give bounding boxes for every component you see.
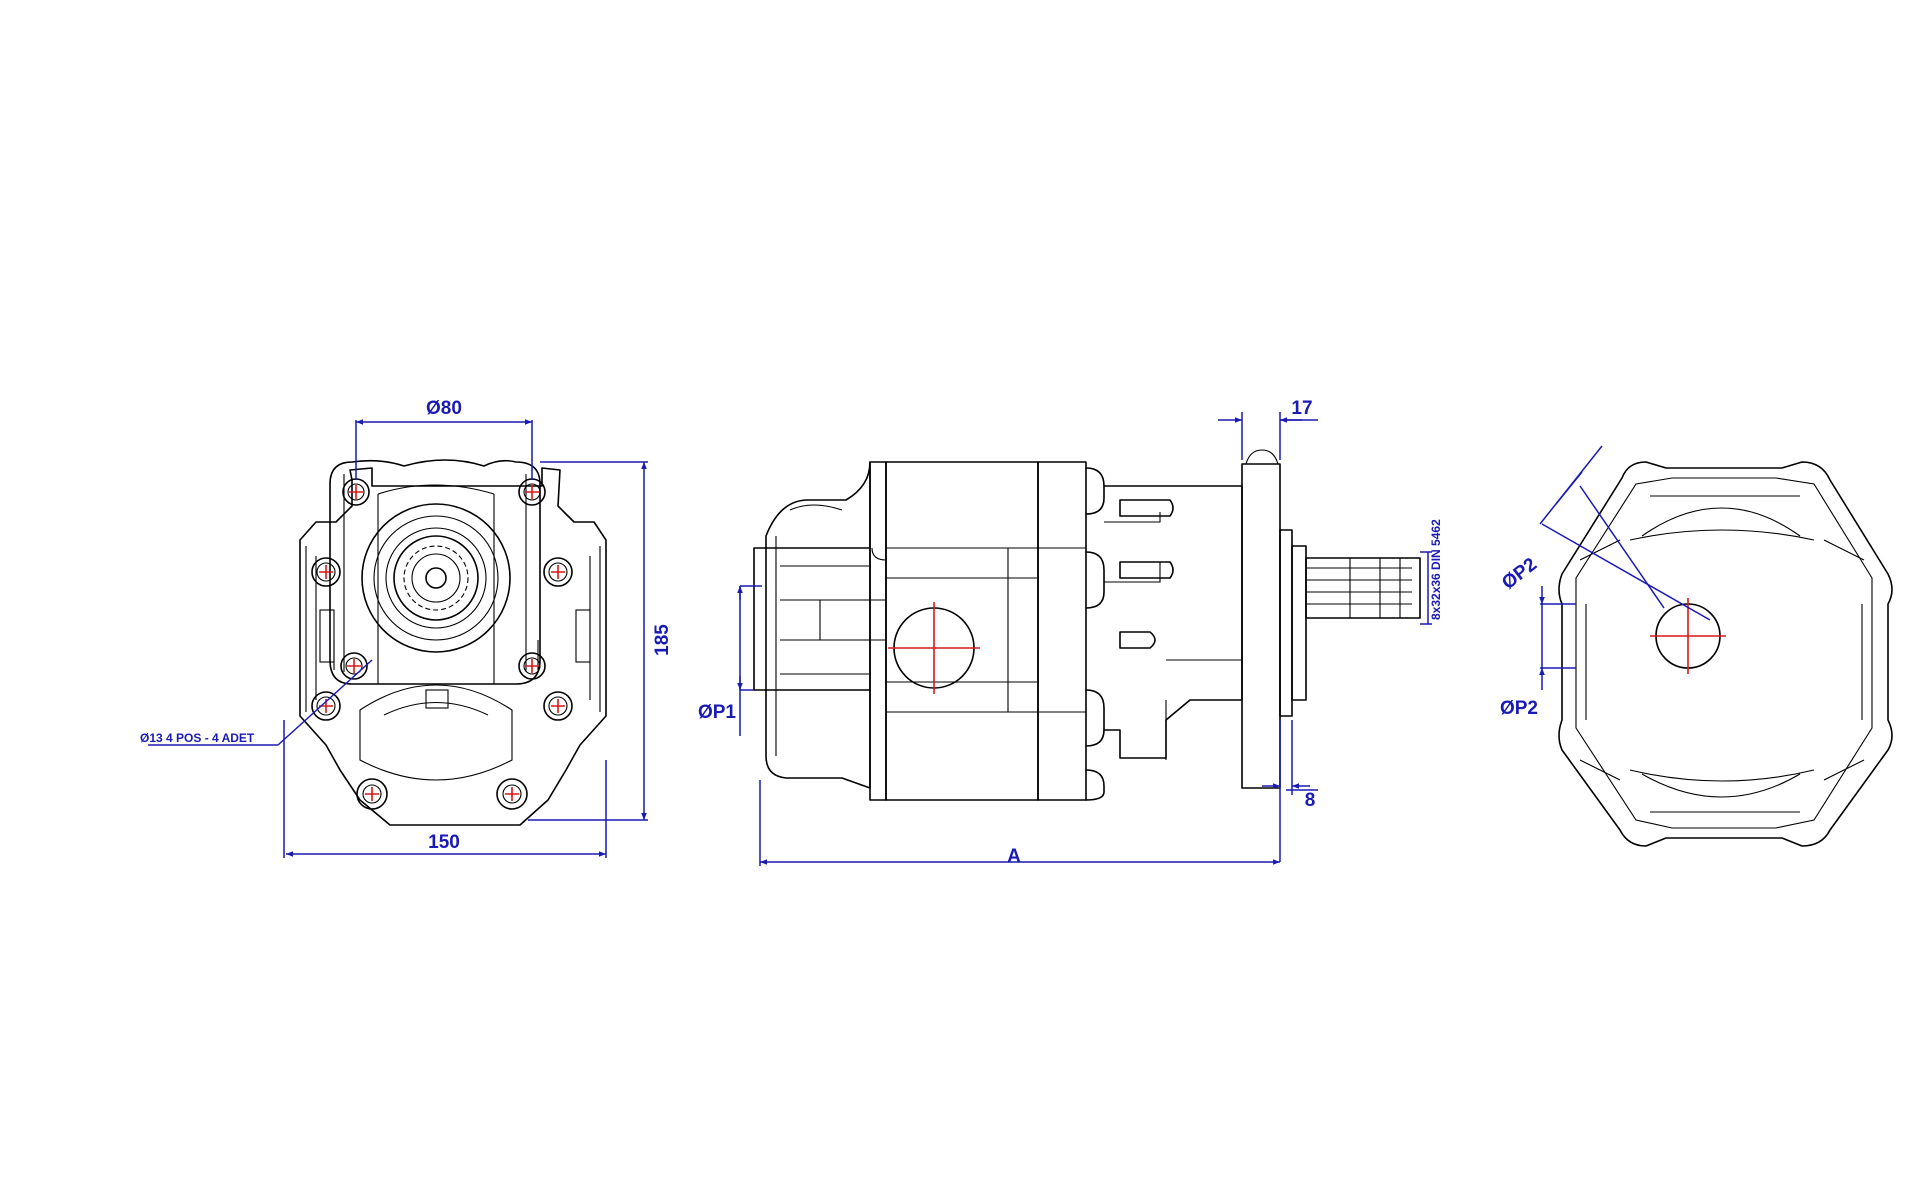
dim-a-label: A <box>1007 846 1021 867</box>
rear-body-outline <box>1558 461 1893 847</box>
dim-185-label: 185 <box>652 624 673 656</box>
side-view: 17 8 A ØP1 8x32x36 DIN 5462 <box>698 398 1443 867</box>
port-p1-label: ØP1 <box>698 702 736 723</box>
front-hub-outer <box>361 503 511 653</box>
side-rear-cover <box>765 461 871 789</box>
dim-80-label: Ø80 <box>426 398 462 419</box>
rear-view: ØP2 ØP2 <box>1498 445 1893 847</box>
front-body-outline <box>299 467 607 826</box>
front-view: Ø80 150 185 Ø13 4 POS - 4 ADET <box>140 398 673 858</box>
dim-17-label: 17 <box>1291 398 1312 419</box>
dim-150-label: 150 <box>428 832 460 853</box>
bolt-holes-note: Ø13 4 POS - 4 ADET <box>140 731 255 745</box>
side-spline-shaft <box>1305 557 1421 619</box>
front-flange <box>329 459 541 685</box>
side-main-housing <box>869 461 887 801</box>
side-mount-flange <box>1241 463 1281 789</box>
front-dimensions <box>148 419 648 858</box>
shaft-spec-label: 8x32x36 DIN 5462 <box>1429 519 1443 620</box>
front-spline-ring <box>393 535 479 621</box>
front-hole-centermarks <box>319 485 565 801</box>
rear-dimensions <box>1539 445 1711 690</box>
front-bolt-holes <box>311 478 573 810</box>
dim-8-label: 8 <box>1305 790 1316 811</box>
port-p2-diag-label: ØP2 <box>1498 554 1541 594</box>
port-p2-label: ØP2 <box>1500 698 1538 719</box>
side-dimensions <box>737 412 1432 866</box>
